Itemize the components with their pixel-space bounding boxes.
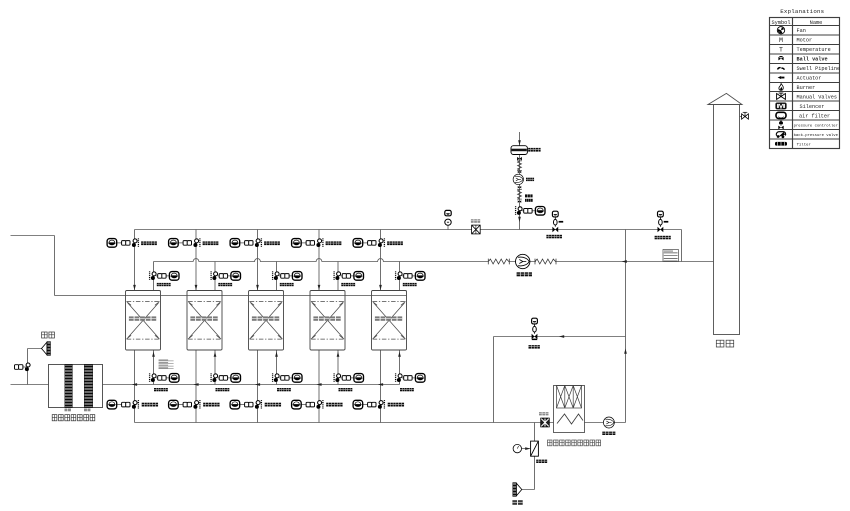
svg-text:Ball valve: Ball valve	[797, 56, 828, 62]
svg-text:back-pressure valve: back-pressure valve	[794, 133, 839, 138]
svg-text:air filter: air filter	[799, 113, 830, 119]
svg-text:Motor: Motor	[797, 38, 813, 44]
svg-text:Temperature: Temperature	[797, 47, 831, 53]
svg-text:Swell Pipeline: Swell Pipeline	[797, 66, 841, 72]
svg-text:Manual Valves: Manual Valves	[797, 94, 837, 100]
svg-text:T: T	[779, 46, 783, 53]
svg-text:filter: filter	[797, 143, 812, 148]
svg-text:Actuator: Actuator	[797, 75, 822, 81]
svg-text:Silencer: Silencer	[800, 104, 825, 110]
svg-text:Burner: Burner	[797, 85, 816, 91]
svg-text:Name: Name	[810, 20, 823, 26]
svg-text:pressure controller: pressure controller	[794, 123, 838, 128]
svg-text:Symbol: Symbol	[771, 20, 790, 26]
svg-text:M: M	[779, 37, 783, 44]
svg-text:Fan: Fan	[797, 28, 806, 34]
svg-text:Explanations: Explanations	[780, 8, 824, 15]
